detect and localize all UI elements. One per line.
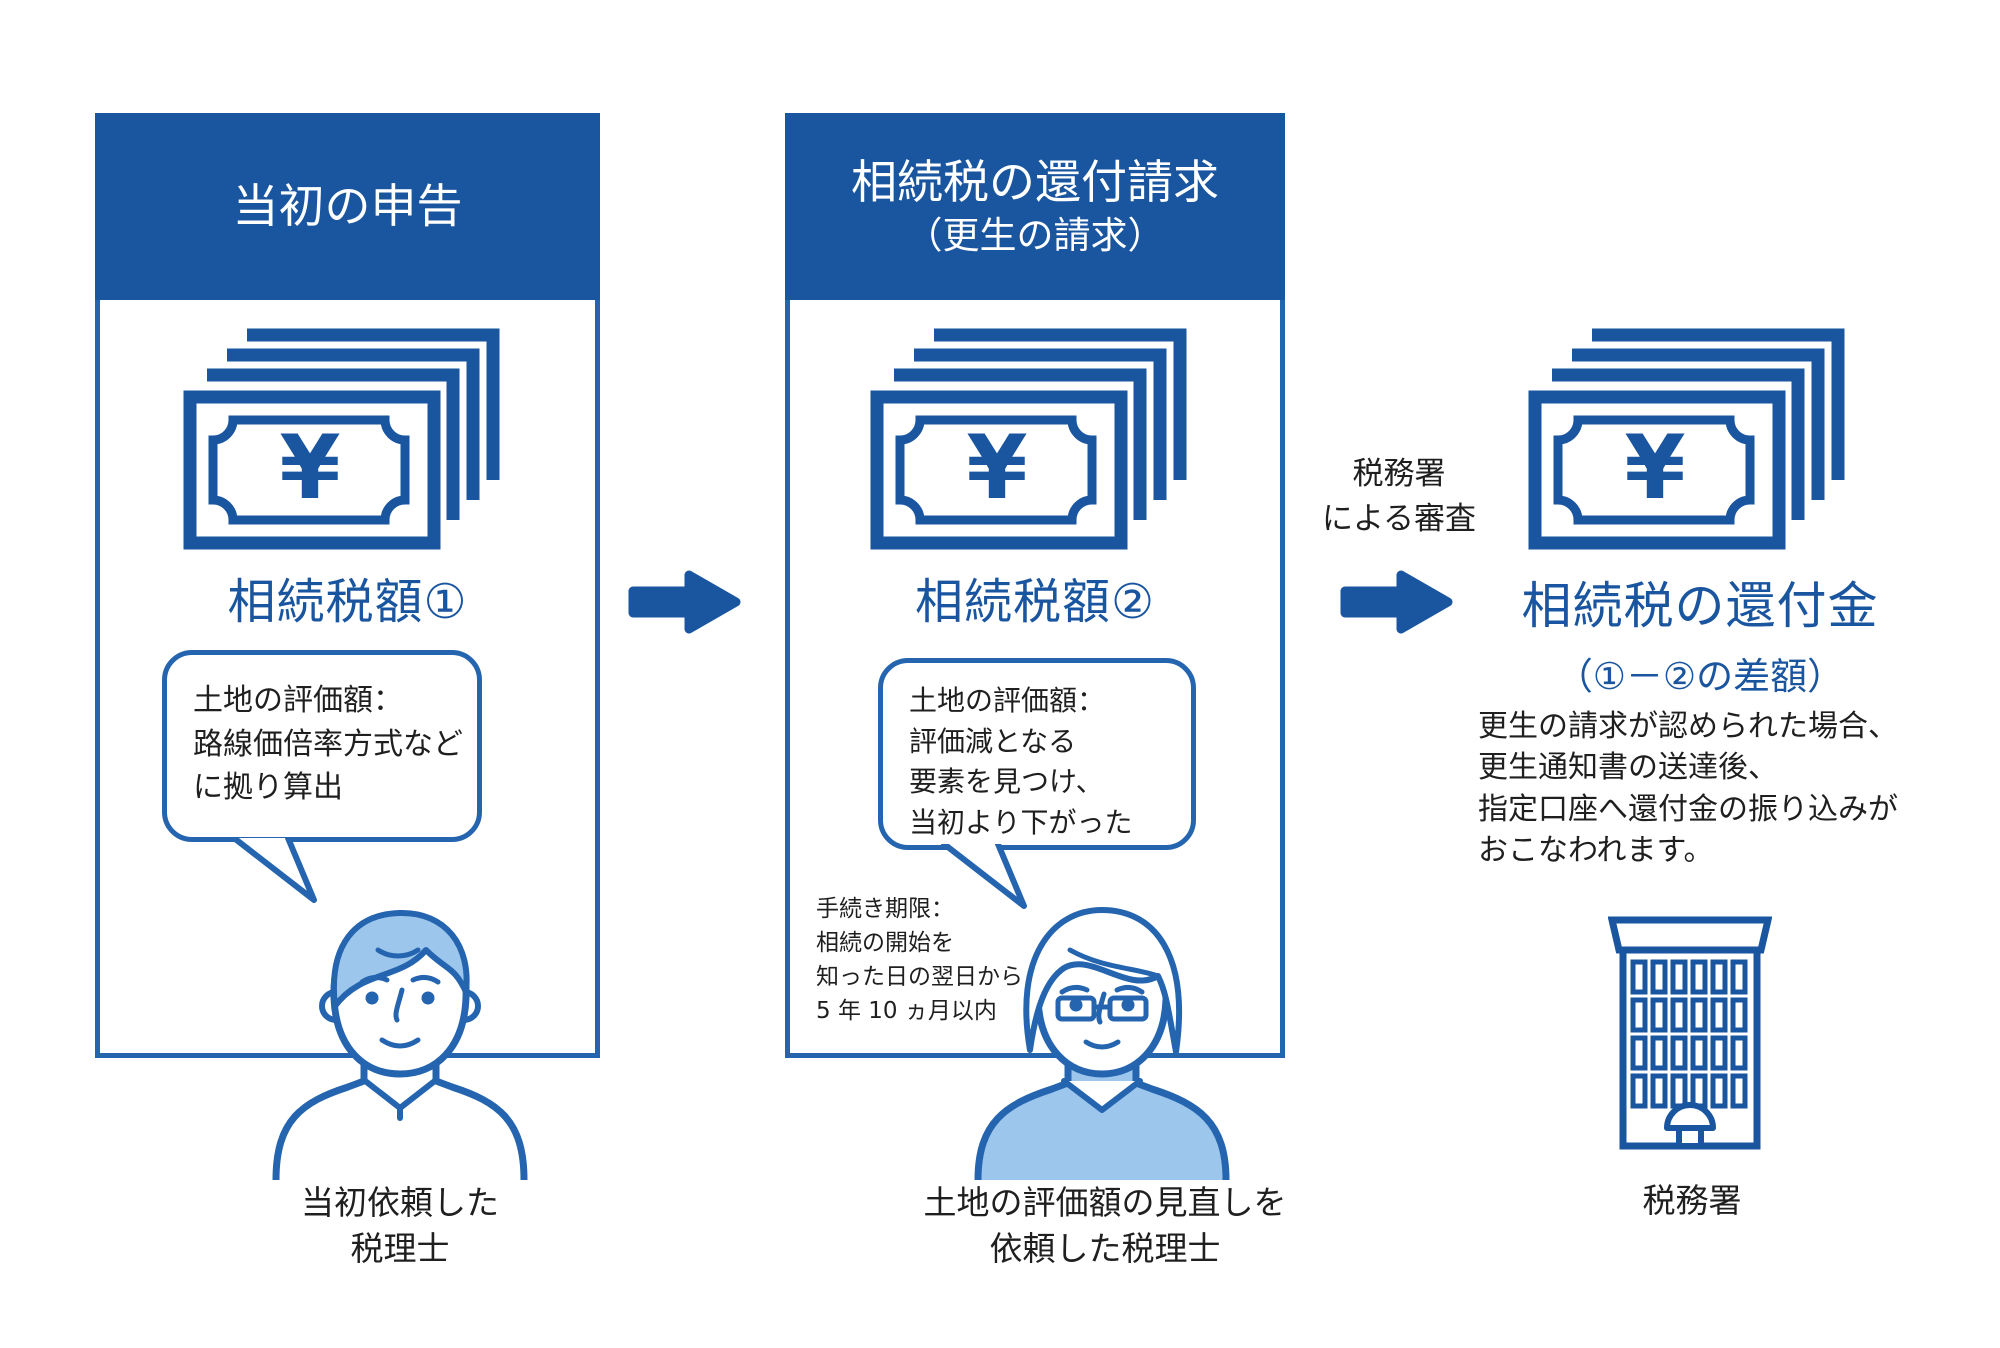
panel-title-line2: （更生の請求） (905, 214, 1165, 258)
tax-office-caption: 税務署 (1642, 1181, 1742, 1220)
speech-bubble-text: 土地の評価額： 評価減となる 要素を見つけ、 当初より下がった (909, 684, 1133, 839)
refund-description: 更生の請求が認められた場合、 更生通知書の送達後、 指定口座へ還付金の振り込みが… (1478, 709, 1898, 869)
tax-amount-2-label: 相続税額② (914, 574, 1156, 630)
speech-bubble: 土地の評価額： 評価減となる 要素を見つけ、 当初より下がった (878, 658, 1196, 850)
speech-bubble-text: 土地の評価額： 路線価倍率方式など に拠り算出 (193, 683, 463, 805)
tax-office-building-icon (1608, 916, 1772, 1150)
panel-title: 当初の申告 (232, 178, 463, 233)
yen-banknotes-icon (870, 328, 1200, 550)
panel-refund-claim-body: 相続税額② 土地の評価額： 評価減となる 要素を見つけ、 当初より下がった 手続… (785, 300, 1285, 1058)
panel-refund-claim: 相続税の還付請求 （更生の請求） 相続税額② 土地の評価額： 評価減となる 要素… (785, 113, 1285, 1058)
panel-refund-claim-header: 相続税の還付請求 （更生の請求） (785, 113, 1285, 300)
panel-initial-filing-body: 相続税額① 土地の評価額： 路線価倍率方式など に拠り算出 (95, 300, 600, 1058)
tax-office-review-label: 税務署 による審査 (1321, 456, 1477, 537)
panel2-caption: 土地の評価額の見直しを 依頼した税理士 (923, 1183, 1287, 1269)
procedure-deadline-note: 手続き期限： 相続の開始を 知った日の翌日から 5 年 10 ヵ月以内 (816, 896, 1023, 1025)
panel-initial-filing: 当初の申告 相続税額① 土地の評価額： 路線価倍率方式など に拠り算出 (95, 113, 600, 1058)
refund-title: 相続税の還付金 (1521, 577, 1879, 635)
speech-bubble: 土地の評価額： 路線価倍率方式など に拠り算出 (162, 650, 482, 842)
flow-arrow-icon (1337, 568, 1455, 636)
refund-subtitle: （①－②の差額） (1555, 655, 1845, 698)
panel1-caption: 当初依頼した 税理士 (301, 1183, 499, 1269)
refund-result-heading: 相続税の還付金 （①－②の差額） (1470, 566, 1930, 700)
panel-initial-filing-header: 当初の申告 (95, 113, 600, 300)
tax-amount-1-label: 相続税額① (227, 574, 468, 630)
flow-arrow-icon (625, 568, 743, 636)
yen-banknotes-icon (183, 328, 513, 550)
female-tax-accountant-icon (952, 888, 1252, 1180)
yen-banknotes-icon (1528, 328, 1858, 550)
panel-title-line1: 相続税の還付請求 (851, 154, 1219, 209)
male-tax-accountant-icon (250, 888, 550, 1180)
